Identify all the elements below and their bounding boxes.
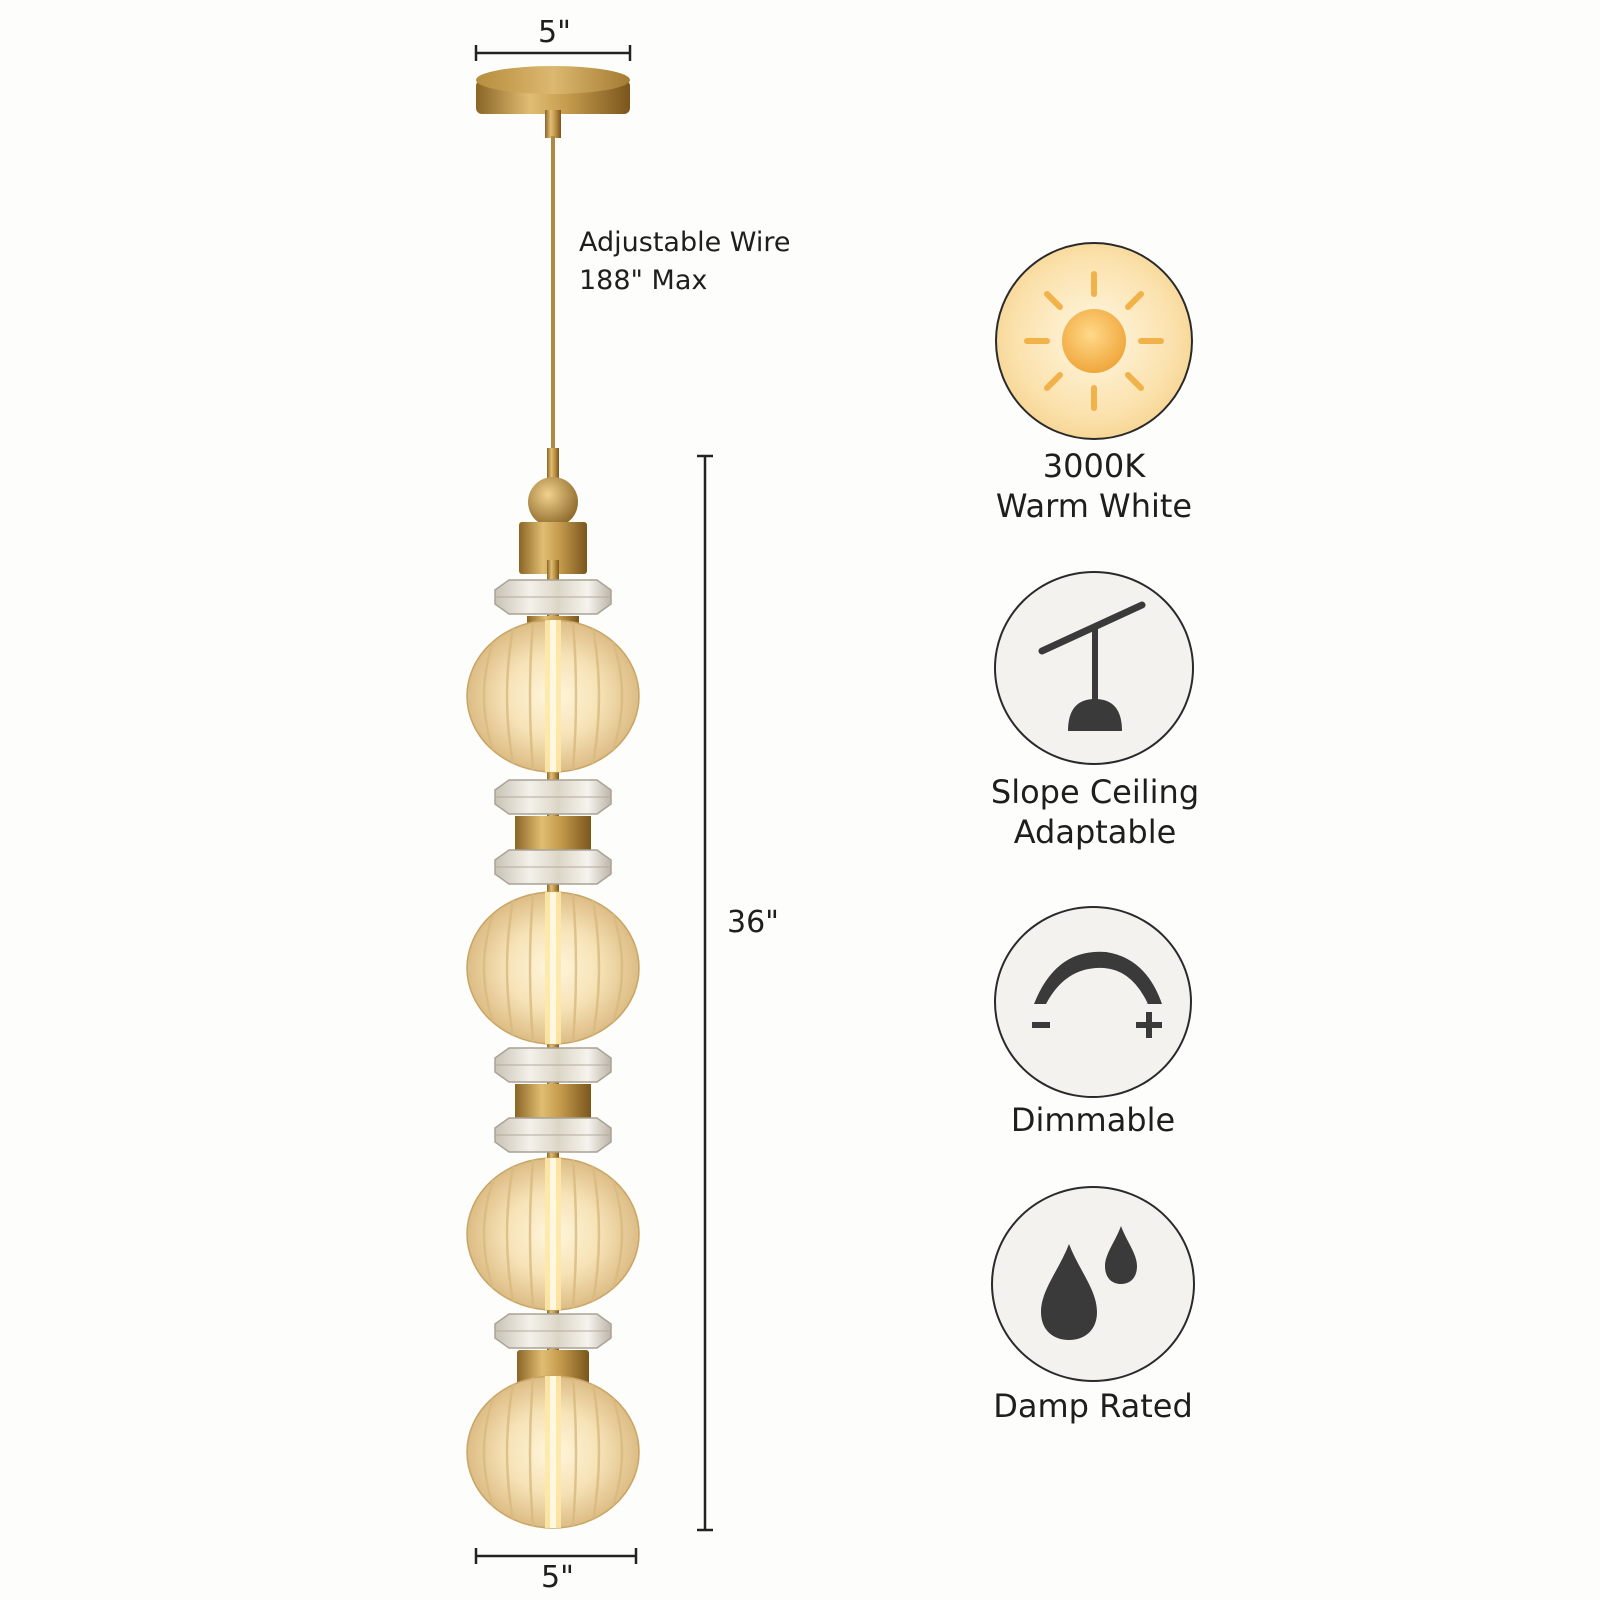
damp-rated-badge [991,1186,1195,1382]
canopy-width-dimension [474,45,632,61]
slope-ceiling-icon [1038,601,1146,731]
canopy-width-label: 5" [538,15,571,50]
dimmable-label: Dimmable [923,1100,1263,1140]
minus-icon [1032,1022,1050,1028]
wire-label-line1: Adjustable Wire [579,227,791,258]
ceiling-canopy [476,66,630,138]
slope-ceiling-label-line1: Slope Ceiling [990,773,1200,811]
wire-annotation: Adjustable Wire 188" Max [579,224,791,300]
warm-white-badge [995,242,1193,440]
damp-rated-label-line1: Damp Rated [993,1387,1193,1425]
body-width-dimension [474,1548,638,1564]
sun-icon [1024,271,1164,411]
dimmer-arc-icon [1032,951,1162,1038]
warm-white-label-line2: Warm White [995,487,1193,525]
slope-ceiling-badge [994,571,1194,765]
damp-rated-label: Damp Rated [923,1386,1263,1426]
dimmable-label-line1: Dimmable [1010,1101,1176,1139]
pendant-body [465,448,641,1530]
wire-label-line2: 188" Max [579,265,708,296]
plus-icon [1136,1012,1162,1038]
slope-ceiling-label-line2: Adaptable [1013,813,1177,851]
body-width-label: 5" [541,1560,574,1595]
warm-white-label: 3000K Warm White [924,446,1264,526]
water-drops-icon [1041,1226,1137,1340]
dimmable-badge [994,906,1192,1098]
warm-white-label-line1: 3000K [1042,447,1146,485]
height-dimension [697,454,713,1532]
slope-ceiling-label: Slope Ceiling Adaptable [925,772,1265,852]
pendant-light-illustration [465,45,713,1564]
suspension-wire [551,136,555,456]
height-label: 36" [727,905,779,940]
